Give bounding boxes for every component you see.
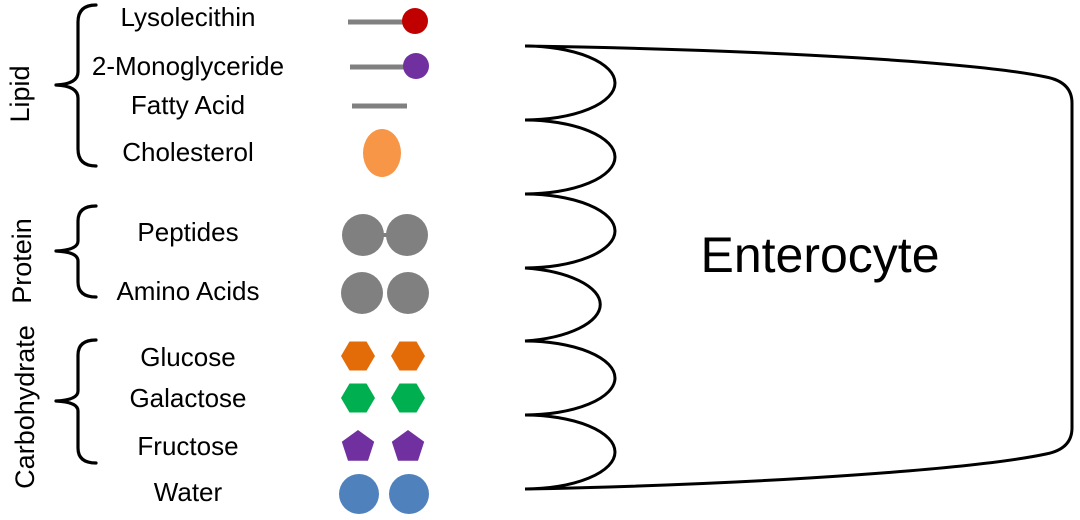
glucose-icon [341, 341, 425, 371]
row-label-peptides: Peptides [137, 217, 239, 247]
peptide-circle [386, 214, 428, 256]
row-label-glucose: Glucose [140, 342, 236, 372]
galactose-hexagon [391, 383, 425, 413]
row-label-fructose: Fructose [137, 431, 239, 461]
glucose-hexagon [391, 341, 425, 371]
amino-acid-circle [387, 272, 429, 314]
lysolecithin-icon [348, 8, 428, 34]
enterocyte-cell-outline [524, 44, 1074, 491]
water-icon [339, 474, 429, 514]
enterocyte-label: Enterocyte [700, 227, 940, 283]
fructose-pentagon [391, 430, 425, 461]
carbohydrate-brace-icon [54, 338, 98, 465]
galactose-icon [341, 383, 425, 413]
row-label-monoglyceride: 2-Monoglyceride [91, 51, 285, 81]
amino-acid-circle [341, 272, 383, 314]
row-label-amino-acids: Amino Acids [116, 276, 260, 306]
row-label-cholesterol: Cholesterol [122, 137, 254, 167]
fructose-icon [341, 430, 425, 461]
lysolecithin-head [402, 8, 428, 34]
glucose-hexagon [341, 341, 375, 371]
peptides-icon [342, 214, 428, 256]
galactose-hexagon [341, 383, 375, 413]
peptide-circle [342, 214, 384, 256]
water-circle [339, 474, 379, 514]
row-label-fatty-acid: Fatty Acid [130, 90, 246, 120]
row-label-water: Water [153, 477, 223, 507]
row-label-galactose: Galactose [129, 383, 247, 413]
protein-brace-icon [54, 204, 98, 299]
row-label-lysolecithin: Lysolecithin [120, 2, 256, 32]
amino-acids-icon [341, 272, 429, 314]
water-circle [389, 474, 429, 514]
monoglyceride-icon [350, 53, 429, 79]
cholesterol-icon [363, 129, 401, 177]
fructose-pentagon [341, 430, 375, 461]
monoglyceride-head [403, 53, 429, 79]
lipid-brace-icon [54, 3, 98, 168]
